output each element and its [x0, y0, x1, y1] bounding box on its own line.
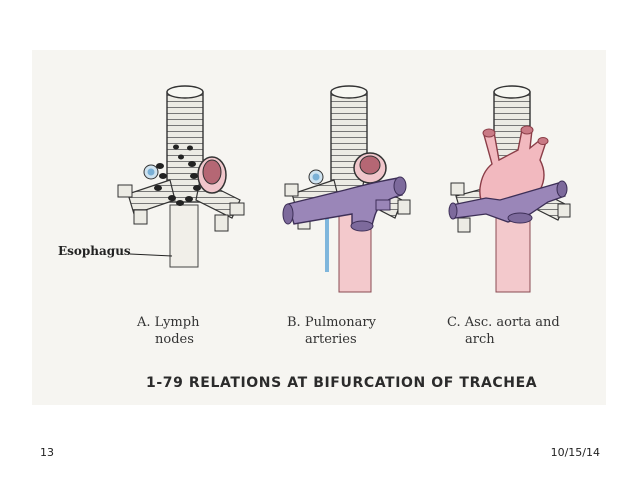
caption-c-line2: arch	[465, 332, 495, 347]
caption-c-line1: Asc. aorta and	[464, 315, 560, 330]
caption-a-line2: nodes	[155, 332, 194, 347]
caption-b-line2: arteries	[305, 332, 357, 347]
slide-number: 13	[40, 446, 54, 459]
caption-panel-c: C. Asc. aorta and arch	[447, 314, 560, 348]
caption-panel-b: B. Pulmonary arteries	[287, 314, 376, 348]
panel-a-lymph-nodes-drawing	[117, 85, 245, 268]
esophagus-label: Esophagus	[58, 244, 131, 258]
left-bronchus-a	[127, 179, 176, 215]
pulmonary-trunk	[287, 177, 403, 226]
esophagus-pointer	[129, 253, 173, 257]
caption-a-letter: A.	[137, 315, 151, 330]
caption-panel-a: A. Lymph nodes	[137, 314, 199, 348]
panel-b-pulmonary-arteries-drawing	[282, 85, 411, 293]
caption-a-line1: Lymph	[154, 315, 200, 330]
slide-date: 10/15/14	[550, 446, 600, 459]
caption-b-letter: B.	[287, 315, 301, 330]
caption-b-line1: Pulmonary	[304, 315, 376, 330]
panel-c-aorta-arch-drawing	[448, 85, 571, 293]
caption-c-letter: C.	[447, 315, 461, 330]
lymph-nodes	[154, 144, 201, 206]
figure-title: 1-79 RELATIONS AT BIFURCATION OF TRACHEA	[146, 375, 538, 391]
esophagus-a	[169, 204, 199, 268]
